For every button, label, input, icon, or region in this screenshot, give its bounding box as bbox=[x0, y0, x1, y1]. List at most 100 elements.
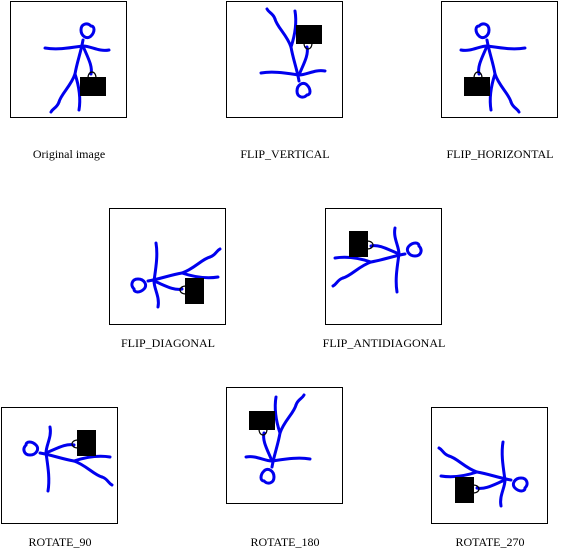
figure-stroke bbox=[485, 44, 527, 51]
figure-stroke bbox=[81, 44, 111, 52]
figure-stroke bbox=[294, 393, 306, 407]
image-frame bbox=[325, 208, 442, 325]
figure-stroke bbox=[500, 440, 507, 482]
figure-stroke bbox=[44, 443, 76, 455]
figure-stroke bbox=[44, 425, 52, 455]
briefcase-icon bbox=[249, 411, 275, 430]
figure-stroke bbox=[262, 431, 274, 463]
stick-figure-drawing bbox=[244, 393, 312, 485]
figure-stroke bbox=[369, 252, 407, 264]
figure-stroke bbox=[152, 279, 160, 309]
figure-stroke bbox=[439, 470, 479, 479]
figure-stroke bbox=[146, 271, 184, 283]
figure-stroke bbox=[152, 279, 184, 291]
figure-stroke bbox=[289, 9, 298, 49]
figure-stroke bbox=[394, 252, 401, 294]
figure-stroke bbox=[405, 241, 423, 258]
image-frame bbox=[441, 1, 558, 118]
caption-flip-horizontal: FLIP_HORIZONTAL bbox=[446, 147, 554, 161]
figure-stroke bbox=[100, 475, 114, 487]
figure-stroke bbox=[459, 44, 489, 52]
figure-stroke bbox=[509, 100, 521, 114]
figure-stroke bbox=[331, 276, 345, 288]
caption-flip-antidiagonal: FLIP_ANTIDIAGONAL bbox=[322, 336, 446, 350]
figure-stroke bbox=[38, 451, 76, 463]
figure-stroke bbox=[297, 45, 309, 77]
stick-figure-drawing bbox=[43, 22, 111, 114]
caption-rotate-270: ROTATE_270 bbox=[455, 535, 525, 549]
briefcase-handle bbox=[303, 42, 313, 50]
caption-rotate-180: ROTATE_180 bbox=[250, 535, 320, 549]
briefcase-handle bbox=[87, 71, 97, 79]
figure-stroke bbox=[72, 459, 104, 479]
figure-stroke bbox=[22, 440, 40, 457]
figure-stroke bbox=[295, 81, 312, 99]
figure-stroke bbox=[493, 72, 513, 104]
image-frame bbox=[226, 1, 343, 118]
figure-stroke bbox=[180, 271, 220, 280]
briefcase-handle bbox=[179, 285, 187, 295]
figure-stroke bbox=[475, 478, 507, 490]
figure-stroke bbox=[278, 403, 298, 435]
figure-stroke bbox=[244, 455, 274, 463]
stick-figure-drawing bbox=[437, 440, 529, 508]
figure-stroke bbox=[447, 454, 479, 474]
briefcase-icon bbox=[455, 477, 474, 503]
figure-stroke bbox=[79, 22, 96, 40]
briefcase-icon bbox=[296, 25, 322, 44]
figure-stroke bbox=[73, 72, 82, 112]
briefcase-handle bbox=[473, 71, 483, 79]
figure-stroke bbox=[72, 454, 112, 463]
figure-stroke bbox=[511, 476, 529, 493]
figure-stroke bbox=[474, 22, 491, 40]
briefcase-handle bbox=[472, 484, 480, 494]
figure-stroke bbox=[341, 260, 373, 280]
image-frame bbox=[109, 208, 226, 325]
figure-stroke bbox=[333, 255, 373, 264]
figure-stroke bbox=[273, 17, 293, 49]
stick-figure-drawing bbox=[459, 22, 527, 114]
figure-stroke bbox=[130, 277, 148, 294]
caption-original: Original image bbox=[32, 147, 106, 161]
figure-stroke bbox=[259, 70, 301, 77]
stick-figure-drawing bbox=[22, 425, 114, 493]
briefcase-icon bbox=[464, 77, 490, 96]
image-frame bbox=[431, 407, 548, 524]
figure-stroke bbox=[73, 38, 85, 76]
figure-stroke bbox=[44, 451, 51, 493]
figure-stroke bbox=[477, 44, 489, 76]
figure-stroke bbox=[393, 226, 401, 256]
figure-stroke bbox=[485, 38, 497, 76]
stick-figure-drawing bbox=[331, 226, 423, 294]
caption-rotate-90: ROTATE_90 bbox=[28, 535, 92, 549]
figure-stroke bbox=[208, 247, 222, 259]
figure-stroke bbox=[81, 44, 93, 76]
briefcase-handle bbox=[258, 428, 268, 436]
stick-figure-drawing bbox=[130, 241, 222, 309]
briefcase-icon bbox=[185, 278, 204, 304]
figure-stroke bbox=[437, 446, 451, 458]
briefcase-handle bbox=[366, 240, 374, 250]
stick-figure-drawing bbox=[259, 7, 327, 99]
figure-stroke bbox=[49, 100, 61, 114]
figure-stroke bbox=[369, 244, 401, 256]
briefcase-icon bbox=[80, 77, 106, 96]
figure-stroke bbox=[475, 470, 513, 482]
figure-stroke bbox=[152, 241, 159, 283]
briefcase-handle bbox=[71, 439, 79, 449]
figure-stroke bbox=[265, 7, 277, 21]
image-frame bbox=[226, 387, 343, 504]
briefcase-icon bbox=[77, 430, 96, 456]
image-frame bbox=[10, 1, 127, 118]
image-frame bbox=[1, 407, 118, 524]
figure-stroke bbox=[43, 44, 85, 51]
figure-stroke bbox=[270, 431, 282, 469]
figure-stroke bbox=[488, 72, 497, 112]
figure-stroke bbox=[297, 69, 327, 77]
figure-stroke bbox=[259, 467, 276, 485]
briefcase-icon bbox=[349, 231, 368, 257]
caption-flip-diagonal: FLIP_DIAGONAL bbox=[121, 336, 215, 350]
figure-stroke bbox=[273, 395, 282, 435]
figure-stroke bbox=[180, 255, 212, 275]
caption-flip-vertical: FLIP_VERTICAL bbox=[240, 147, 330, 161]
